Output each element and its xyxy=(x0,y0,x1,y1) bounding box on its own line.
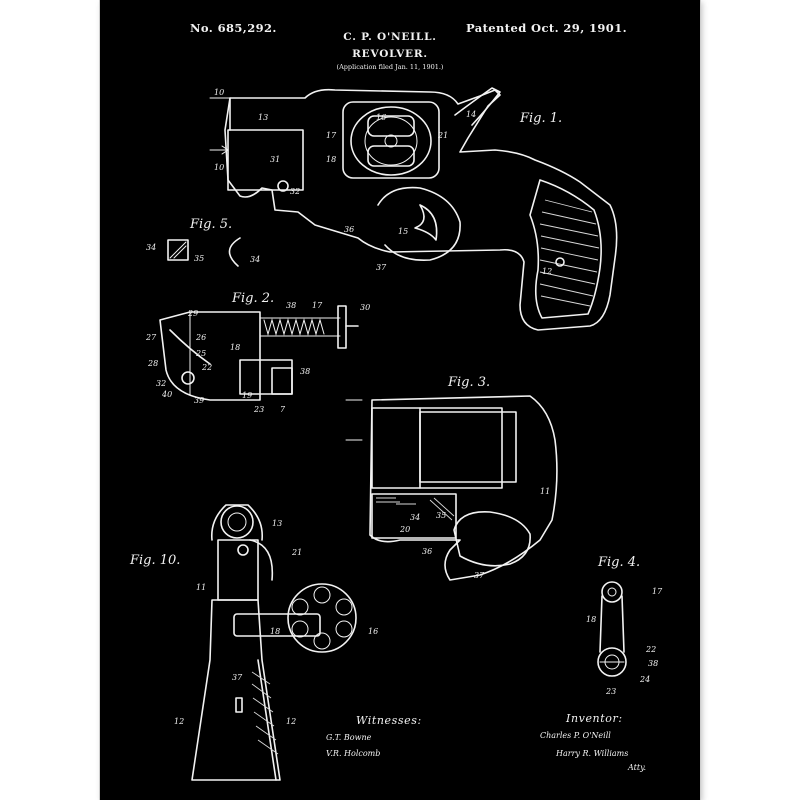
numeral: 17 xyxy=(652,587,663,596)
numeral: 34 xyxy=(146,243,156,252)
numeral: 15 xyxy=(398,227,408,236)
fig-3-label: Fig. 3. xyxy=(447,375,490,390)
numeral: 18 xyxy=(326,155,336,164)
numeral: 35 xyxy=(194,254,204,263)
patent-number: No. 685,292. xyxy=(190,21,277,35)
numeral: 17 xyxy=(312,301,323,310)
patent-drawing-sheet: No. 685,292. C. P. O'NEILL. REVOLVER. (A… xyxy=(129,21,663,781)
numeral: 36 xyxy=(422,547,432,556)
patent-header: No. 685,292. C. P. O'NEILL. REVOLVER. (A… xyxy=(190,21,627,71)
inventor-signature: Charles P. O'Neill xyxy=(540,731,611,740)
numeral: 12 xyxy=(286,717,296,726)
numeral: 14 xyxy=(466,110,476,119)
attorney-abbreviation: Atty. xyxy=(627,763,646,772)
inventor-label: Inventor: xyxy=(565,712,623,725)
numeral: 10 xyxy=(214,163,224,172)
fig-3-frame-section: Fig. 3. 11 34 35 20 36 37 xyxy=(345,375,558,581)
numeral: 10 xyxy=(214,88,224,97)
numeral: 26 xyxy=(195,333,206,342)
numeral: 21 xyxy=(437,131,448,140)
witness-2-signature: V.R. Holcomb xyxy=(326,749,380,758)
fig-1-label: Fig. 1. xyxy=(519,111,562,126)
fig-10-label: Fig. 10. xyxy=(129,553,180,568)
numeral: 19 xyxy=(242,391,252,400)
numeral: 16 xyxy=(376,113,386,122)
inventor-block: Inventor: Charles P. O'Neill Harry R. Wi… xyxy=(540,712,646,772)
numeral: 18 xyxy=(586,615,596,624)
numeral: 38 xyxy=(300,367,310,376)
numeral: 34 xyxy=(250,255,260,264)
numeral: 7 xyxy=(280,405,286,414)
fig-1-numerals: 10 13 16 17 18 21 14 31 32 10 36 15 37 1… xyxy=(214,88,552,276)
numeral: 20 xyxy=(399,525,410,534)
fig-2-label: Fig. 2. xyxy=(231,291,274,306)
numeral: 27 xyxy=(145,333,157,342)
numeral: 37 xyxy=(376,263,387,272)
numeral: 38 xyxy=(286,301,296,310)
numeral: 11 xyxy=(196,583,206,592)
witnesses-block: Witnesses: G.T. Bowne V.R. Holcomb xyxy=(326,714,422,758)
numeral: 13 xyxy=(272,519,282,528)
numeral: 34 xyxy=(410,513,420,522)
fig-1-revolver: 10 13 16 17 18 21 14 31 32 10 36 15 37 1… xyxy=(209,87,618,331)
numeral: 23 xyxy=(605,687,616,696)
fig-5-detail: Fig. 5. 34 35 34 xyxy=(146,217,260,267)
numeral: 38 xyxy=(648,659,658,668)
numeral: 22 xyxy=(645,645,656,654)
numeral: 11 xyxy=(540,487,550,496)
numeral: 32 xyxy=(156,379,166,388)
numeral: 12 xyxy=(174,717,184,726)
witness-1-signature: G.T. Bowne xyxy=(326,733,372,742)
witnesses-label: Witnesses: xyxy=(356,714,422,727)
fig-2-mechanism: Fig. 2. 29 38 17 30 27 26 25 18 28 22 32… xyxy=(145,291,370,414)
numeral: 29 xyxy=(187,309,198,318)
numeral: 37 xyxy=(474,571,485,580)
numeral: 32 xyxy=(290,187,300,196)
numeral: 17 xyxy=(326,131,337,140)
numeral: 25 xyxy=(195,349,206,358)
numeral: 18 xyxy=(270,627,280,636)
application-note: (Application filed Jan. 11, 1901.) xyxy=(337,63,444,71)
numeral: 35 xyxy=(436,511,446,520)
fig-4-label: Fig. 4. xyxy=(597,555,640,570)
numeral: 24 xyxy=(639,675,650,684)
numeral: 39 xyxy=(194,396,204,405)
numeral: 30 xyxy=(360,303,370,312)
numeral: 40 xyxy=(161,390,172,399)
inventor-name: C. P. O'NEILL. xyxy=(343,31,436,43)
numeral: 36 xyxy=(344,225,354,234)
patent-date: Patented Oct. 29, 1901. xyxy=(466,21,627,35)
numeral: 21 xyxy=(291,548,302,557)
numeral: 23 xyxy=(253,405,264,414)
attorney-signature: Harry R. Williams xyxy=(555,749,628,758)
numeral: 31 xyxy=(270,155,280,164)
patent-poster: No. 685,292. C. P. O'NEILL. REVOLVER. (A… xyxy=(100,0,700,800)
numeral: 28 xyxy=(147,359,158,368)
numeral: 16 xyxy=(368,627,378,636)
invention-title: REVOLVER. xyxy=(352,48,428,60)
numeral: 18 xyxy=(230,343,240,352)
fig-5-label: Fig. 5. xyxy=(189,217,232,232)
numeral: 13 xyxy=(258,113,268,122)
fig-4-detail: Fig. 4. 17 18 22 38 24 23 xyxy=(586,555,663,696)
numeral: 22 xyxy=(201,363,212,372)
numeral: 12 xyxy=(542,267,552,276)
numeral: 37 xyxy=(232,673,243,682)
fig-10-front-view: Fig. 10. 13 21 11 16 18 37 12 12 xyxy=(129,504,378,781)
